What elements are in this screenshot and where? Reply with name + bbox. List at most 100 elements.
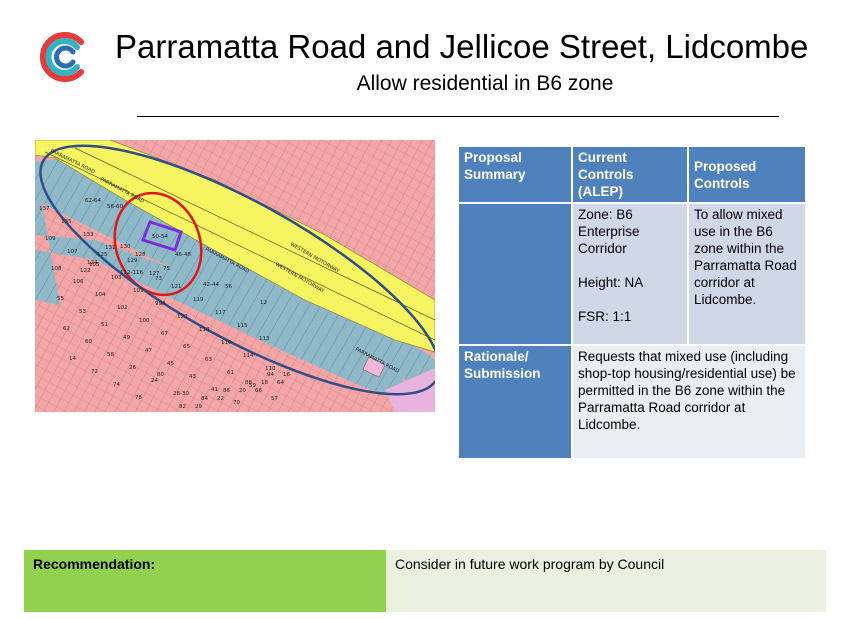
lot-number: 47 (145, 348, 152, 354)
lot-number: 130 (120, 244, 131, 250)
lot-number: 131 (105, 245, 116, 251)
lot-number: 49 (123, 335, 130, 341)
lot-number: 75 (163, 266, 170, 272)
lot-number: 56-60 (107, 204, 123, 210)
red-highlight-ellipse (113, 191, 203, 297)
cumberland-c-logo (39, 32, 84, 82)
rationale-label: Rationale/ Submission (459, 346, 571, 458)
rationale-text: Requests that mixed use (including shop-… (573, 346, 805, 458)
fsr-value: FSR: 1:1 (578, 309, 632, 324)
lot-number: 118 (199, 327, 210, 333)
lot-number: 108 (51, 266, 62, 272)
title-divider (137, 116, 779, 117)
lot-number: 29 (195, 404, 202, 410)
lot-number: 119 (193, 297, 204, 303)
lot-number: 128 (135, 252, 146, 258)
lot-number: 99A (155, 301, 166, 307)
lot-number: 114 (243, 353, 254, 359)
lot-number: 94 (267, 372, 274, 378)
lot-number: 41 (211, 387, 218, 393)
lot-number: 28-30 (173, 391, 189, 397)
lot-number: 55 (57, 296, 64, 302)
lot-number: 56 (225, 284, 232, 290)
lot-number: 104 (95, 292, 106, 298)
recommendation-bar: Recommendation: Consider in future work … (24, 550, 826, 612)
lot-number: 20 (239, 388, 246, 394)
lot-number: 62 (63, 326, 70, 332)
special-lot (362, 356, 386, 378)
current-controls-header: Current Controls (ALEP) (573, 147, 687, 202)
lot-number: 80 (157, 372, 164, 378)
lot-number: 46-48 (175, 252, 191, 258)
lot-number: 62-64 (85, 198, 101, 204)
lot-number: 50-54 (152, 234, 168, 240)
lot-number: 101 (133, 288, 144, 294)
lot-number: 72 (91, 369, 98, 375)
lot-number: 22 (217, 396, 224, 402)
lot-number: 113 (259, 336, 270, 342)
lot-number: 82 (179, 404, 186, 410)
lot-number: 105 (89, 262, 100, 268)
proposal-summary-spacer (459, 204, 571, 344)
proposed-controls-cell: To allow mixed use in the B6 zone within… (689, 204, 805, 344)
lot-number: 100 (139, 318, 150, 324)
lot-number: 65 (183, 344, 190, 350)
lot-number: 117 (215, 310, 226, 316)
lot-number: 18 (261, 380, 268, 386)
lot-number: 12 (260, 300, 267, 306)
lot-number: 115 (237, 323, 248, 329)
lot-number: 74 (113, 382, 120, 388)
zone-value: Zone: B6 Enterprise Corridor (578, 207, 640, 256)
lot-number: 84 (201, 396, 208, 402)
lot-number: 14 (69, 356, 76, 362)
lot-number: 122 (80, 268, 91, 274)
page-subtitle: Allow residential in B6 zone (356, 72, 614, 95)
lot-number: 121 (171, 284, 182, 290)
lot-number: 137 (39, 206, 50, 212)
lot-number: 124 (87, 260, 98, 266)
lot-number: 51 (101, 322, 108, 328)
business-zone-strip (35, 158, 435, 395)
lot-number: 78 (135, 395, 142, 401)
lot-number: 86 (223, 388, 230, 394)
lot-number: 24 (151, 378, 158, 384)
lot-number: 42-44 (203, 282, 219, 288)
blue-corridor-ellipse (39, 144, 435, 396)
current-controls-cell: Zone: B6 Enterprise Corridor Height: NA … (573, 204, 687, 344)
lot-number: 106 (73, 279, 84, 285)
height-value: Height: NA (578, 275, 644, 290)
lot-number: 112-116 (120, 270, 143, 276)
lot-number: 129 (127, 258, 138, 264)
lot-number: 45 (167, 361, 174, 367)
lot-number: 107 (67, 249, 78, 255)
lot-number: 73 (155, 276, 162, 282)
lot-number: 127 (149, 271, 160, 277)
recommendation-label: Recommendation: (24, 550, 386, 612)
proposal-summary-table: Proposal Summary Current Controls (ALEP)… (457, 145, 807, 460)
lot-number: 135 (61, 219, 72, 225)
lot-number: 70 (233, 400, 240, 406)
recommendation-text: Consider in future work program by Counc… (386, 550, 826, 612)
lot-number: 61 (227, 370, 234, 376)
lot-number: 66 (255, 388, 262, 394)
lot-number: 67 (161, 331, 168, 337)
proposal-summary-header: Proposal Summary (459, 147, 571, 202)
special-zone (385, 368, 435, 412)
lot-number: 103 (111, 275, 122, 281)
lot-number: 133 (83, 232, 94, 238)
lot-number: 57 (271, 396, 278, 402)
lot-number: 58 (107, 352, 114, 358)
lot-number: 53 (79, 309, 86, 315)
lot-number: 88 (245, 380, 252, 386)
business-zone-b6 (35, 165, 403, 398)
page-title: Parramatta Road and Jellicoe Street, Lid… (115, 28, 809, 65)
lot-number: 110 (265, 366, 276, 372)
lot-number: 43 (189, 374, 196, 380)
lot-number: 60 (85, 339, 92, 345)
lot-number: 63 (205, 357, 212, 363)
lot-number: 16 (283, 372, 290, 378)
lot-number: 109 (45, 236, 56, 242)
proposed-controls-header: Proposed Controls (689, 147, 805, 202)
